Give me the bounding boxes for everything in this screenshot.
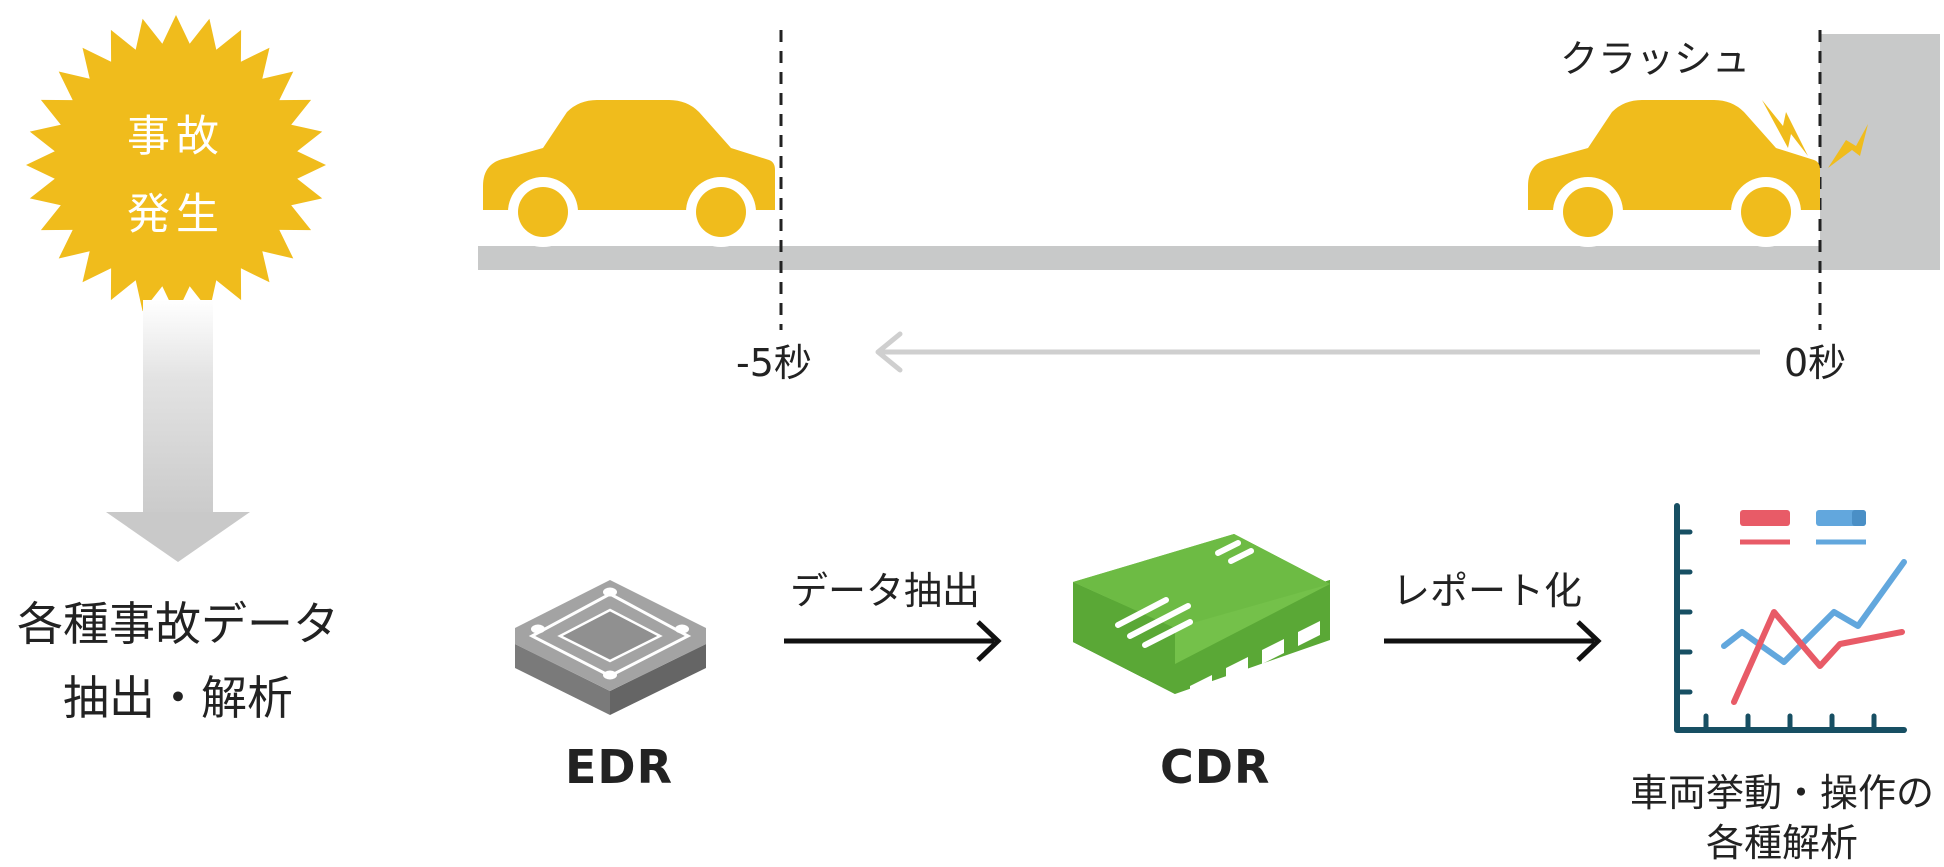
impact-bolt-icon <box>1828 124 1868 168</box>
accident-burst-line2: 発生 <box>127 190 225 240</box>
car-icon <box>483 100 775 247</box>
result-line2: 各種解析 <box>1705 821 1858 865</box>
cdr-label: CDR <box>1160 740 1271 794</box>
extract-step-label: データ抽出 <box>790 569 981 613</box>
result-line1: 車両挙動・操作の <box>1629 771 1934 815</box>
edr-chip-icon <box>515 580 706 715</box>
accident-burst-line1: 事故 <box>127 112 225 162</box>
cdr-device-icon <box>1073 534 1330 700</box>
flow-arrow-2 <box>1384 620 1602 662</box>
wall <box>1820 34 1940 270</box>
minus5-label: -5秒 <box>736 341 812 385</box>
down-arrow <box>106 300 250 562</box>
crash-car-icon <box>1528 100 1820 247</box>
time-arrow <box>875 331 1760 373</box>
zero-label: 0秒 <box>1784 341 1847 385</box>
analysis-chart-icon <box>1674 503 1907 733</box>
accident-caption-line1: 各種事故データ <box>17 597 339 651</box>
impact-bolt-icon <box>1762 100 1808 156</box>
road <box>478 246 1940 270</box>
edr-label: EDR <box>565 740 674 794</box>
crash-label: クラッシュ <box>1560 37 1751 81</box>
accident-burst <box>26 15 326 315</box>
flow-arrow-1 <box>784 620 1002 662</box>
accident-caption-line2: 抽出・解析 <box>63 671 293 725</box>
report-step-label: レポート化 <box>1392 569 1583 613</box>
